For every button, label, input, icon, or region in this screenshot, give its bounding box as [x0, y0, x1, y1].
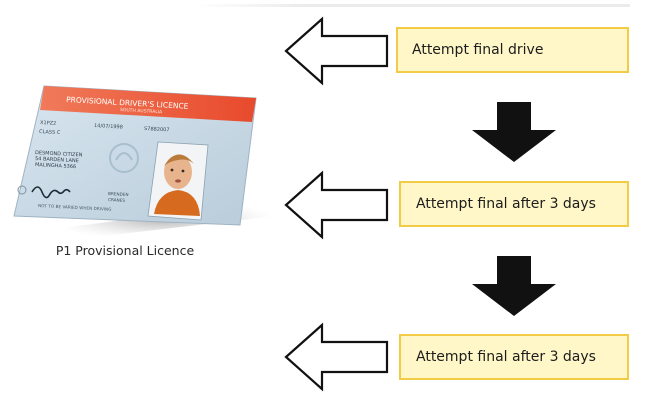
card-photo-eye-left [170, 168, 174, 172]
solid-down-arrow-icon [472, 256, 556, 316]
card-photo-hair [164, 154, 194, 166]
card-signature [31, 186, 71, 199]
step-label-3: Attempt final after 3 days [416, 349, 596, 365]
step-label-2: Attempt final after 3 days [416, 196, 596, 212]
card-name-line3: MALINGHA 5366 [35, 162, 76, 170]
card-emblem-bird [115, 152, 133, 161]
outline-left-arrow-icon [284, 170, 389, 240]
licence-caption: P1 Provisional Licence [55, 243, 195, 258]
step-box-2: Attempt final after 3 days [399, 181, 629, 227]
solid-down-arrow-icon [472, 102, 556, 162]
step-box-1: Attempt final drive [396, 27, 629, 73]
card-class: CLASS C [39, 129, 61, 136]
card-name-line2: 54 BARDEN LANE [35, 156, 79, 164]
card-side-label2: CRANES [108, 197, 126, 203]
outline-left-arrow-icon [284, 16, 389, 86]
card-name-line1: DESMOND CITIZEN [35, 150, 83, 158]
top-divider [195, 4, 630, 7]
card-subtitle: SOUTH AUSTRALIA [120, 107, 163, 115]
card-photo-face [164, 155, 192, 189]
step-label-1: Attempt final drive [412, 42, 544, 58]
card-side-label1: BRENDEN [108, 191, 129, 197]
card-emblem [109, 143, 139, 173]
card-code: S7882007 [144, 126, 170, 133]
card-number: X1PZ2 [40, 120, 57, 127]
licence-card-illustration: PROVISIONAL DRIVER'S LICENCE SOUTH AUSTR… [13, 85, 276, 240]
outline-left-arrow-icon [284, 322, 389, 392]
provisional-licence-image: PROVISIONAL DRIVER'S LICENCE SOUTH AUSTR… [8, 80, 278, 240]
card-photo-mouth [175, 179, 181, 183]
card-header-band [40, 86, 256, 122]
card-footer: NOT TO BE VARIED WHEN DRIVING [38, 203, 112, 212]
card-hologram [17, 185, 27, 195]
step-box-3: Attempt final after 3 days [399, 334, 629, 380]
card-photo-shirt [154, 190, 200, 216]
card-date: 14/07/1998 [94, 123, 123, 131]
card-photo-eye-right [181, 169, 185, 173]
